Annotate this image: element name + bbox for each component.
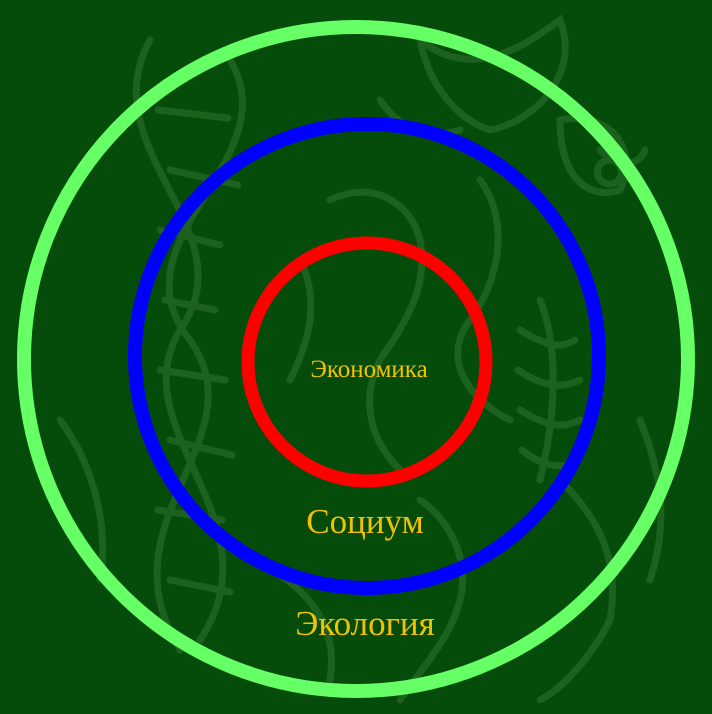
society-label: Социум [306, 502, 424, 541]
economy-label: Экономика [310, 356, 427, 383]
ecology-label: Экология [295, 604, 435, 643]
